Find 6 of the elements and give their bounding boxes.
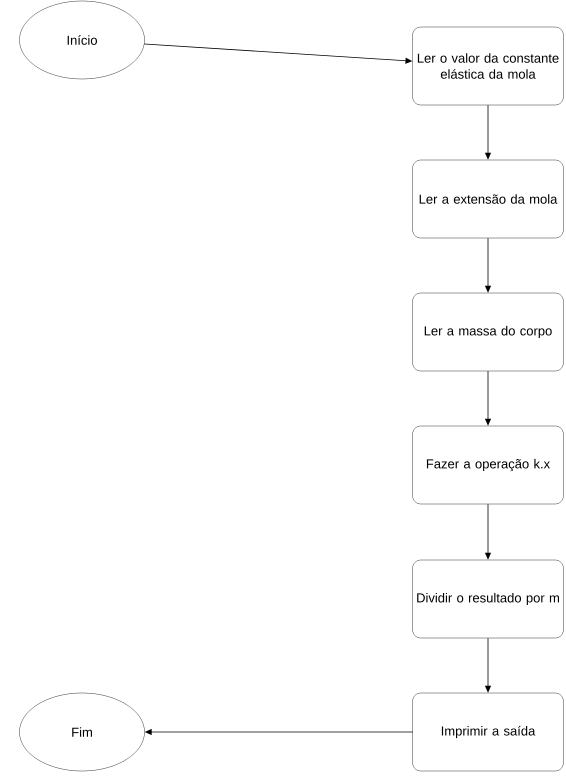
process-box: Ler o valor da constante elástica da mola — [412, 26, 564, 106]
process-box: Ler a extensão da mola — [412, 160, 564, 238]
process-box: Ler a massa do corpo — [412, 292, 564, 372]
process-box: Fazer a operação k.x — [412, 426, 564, 504]
process-box: Dividir o resultado por m — [412, 560, 564, 638]
process-box: Imprimir a saída — [412, 692, 564, 772]
